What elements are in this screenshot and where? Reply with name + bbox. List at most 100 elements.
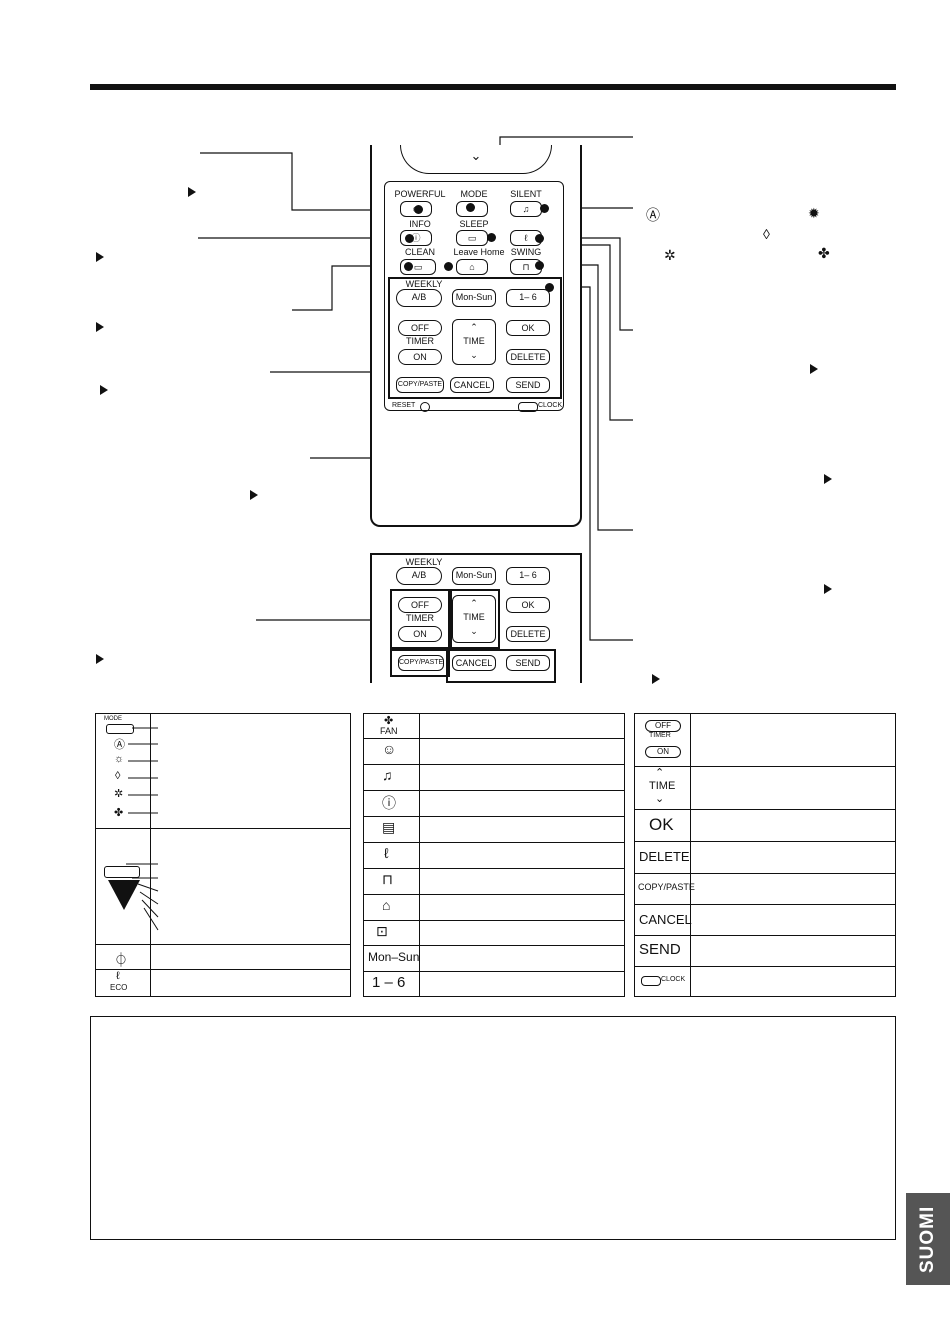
language-tab: SUOMI bbox=[906, 1193, 950, 1285]
timer-off-button[interactable]: OFF bbox=[398, 597, 442, 613]
delete-button[interactable]: DELETE bbox=[506, 626, 550, 642]
timer-label: TIMER bbox=[406, 613, 434, 623]
display-icon bbox=[104, 866, 140, 878]
column-divider bbox=[690, 714, 691, 996]
table-row-divider bbox=[96, 944, 350, 945]
cancel-button[interactable]: CANCEL bbox=[450, 377, 494, 393]
auto-mode-icon: Ⓐ bbox=[646, 207, 660, 223]
callout-dot bbox=[405, 234, 414, 243]
ok-button[interactable]: OK bbox=[506, 320, 550, 336]
mon-sun-button[interactable]: Mon-Sun bbox=[452, 289, 496, 307]
chevron-up-icon: ⌃ bbox=[470, 322, 478, 332]
clock-button[interactable] bbox=[518, 402, 538, 412]
mode-symbol-table: MODE Ⓐ ☼ ◊ ✲ ✤ ⏀ ℓ ECO bbox=[95, 713, 351, 997]
leave-home-icon: ⌂ bbox=[382, 897, 391, 913]
cancel-button[interactable]: CANCEL bbox=[452, 655, 496, 671]
eco-icon: ℓ bbox=[384, 845, 389, 861]
ok-button[interactable]: OK bbox=[506, 597, 550, 613]
sleep-label: SLEEP bbox=[459, 219, 489, 229]
timer-label: TIMER bbox=[649, 732, 671, 739]
leavehome-label: Leave Home bbox=[453, 247, 505, 257]
copy-paste-label: COPY/PASTE bbox=[638, 882, 695, 892]
info-label: INFO bbox=[409, 219, 431, 229]
timer-off-button[interactable]: OFF bbox=[398, 320, 442, 336]
silent-button[interactable]: ♫ bbox=[510, 201, 542, 217]
table-row-divider bbox=[96, 969, 350, 970]
powerful-label: POWERFUL bbox=[394, 189, 446, 199]
fan-icon: ✤ bbox=[384, 715, 394, 727]
chevron-up-icon: ⌃ bbox=[470, 598, 478, 608]
column-divider bbox=[419, 714, 420, 996]
leave-home-button[interactable]: ⌂ bbox=[456, 259, 488, 275]
time-label: TIME bbox=[649, 780, 676, 792]
one-six-button[interactable]: 1– 6 bbox=[506, 289, 550, 307]
ok-label: OK bbox=[649, 815, 674, 834]
pointer-icon bbox=[824, 474, 832, 484]
cool-mode-icon: ✲ bbox=[664, 247, 676, 263]
chevron-down-icon: ⌄ bbox=[470, 350, 478, 360]
callout-dot bbox=[444, 262, 453, 271]
clean-icon: ⊡ bbox=[376, 923, 388, 939]
time-button[interactable]: ⌃ TIME ⌄ bbox=[452, 319, 496, 365]
weekly-label: WEEKLY bbox=[405, 557, 443, 567]
copy-frame bbox=[390, 649, 450, 677]
fan-mode-icon: ✤ bbox=[818, 245, 830, 261]
pointer-icon bbox=[188, 187, 196, 197]
timer-frame bbox=[390, 589, 452, 649]
mon-sun-button[interactable]: Mon-Sun bbox=[452, 567, 496, 585]
weekly-label: WEEKLY bbox=[405, 279, 443, 289]
dry-mode-icon: ◊ bbox=[115, 770, 121, 782]
reset-label: RESET bbox=[392, 402, 416, 409]
pointer-icon bbox=[652, 674, 660, 684]
pointer-icon bbox=[810, 364, 818, 374]
mon-sun-label: Mon–Sun bbox=[368, 950, 420, 964]
note-box bbox=[90, 1016, 896, 1240]
clock-icon bbox=[641, 976, 661, 986]
callout-dot bbox=[535, 234, 544, 243]
reset-button[interactable] bbox=[420, 402, 430, 412]
leader-lines bbox=[126, 727, 159, 931]
table-row-divider bbox=[96, 828, 350, 829]
time-frame bbox=[448, 589, 500, 649]
ab-button[interactable]: A/B bbox=[396, 289, 442, 307]
time-button[interactable]: ⌃ TIME ⌄ bbox=[452, 595, 496, 643]
cancel-label: CANCEL bbox=[639, 912, 692, 927]
swing-icon: ⊓ bbox=[382, 871, 393, 887]
heat-mode-icon: ✹ bbox=[808, 205, 820, 221]
silent-label: SILENT bbox=[510, 189, 542, 199]
mode-key-label: MODE bbox=[104, 716, 122, 722]
sleep-icon: ▤ bbox=[382, 819, 396, 835]
send-button[interactable]: SEND bbox=[506, 655, 550, 671]
copy-paste-button[interactable]: COPY/PASTE bbox=[396, 377, 444, 393]
timer-on-button[interactable]: ON bbox=[398, 349, 442, 365]
copy-paste-button[interactable]: COPY/PASTE bbox=[398, 655, 444, 671]
swing-label: SWING bbox=[510, 247, 542, 257]
send-button[interactable]: SEND bbox=[506, 377, 550, 393]
callout-dot bbox=[535, 261, 544, 270]
timer-on-button[interactable]: ON bbox=[398, 626, 442, 642]
callout-dot bbox=[466, 203, 475, 212]
pointer-icon bbox=[96, 322, 104, 332]
callout-dot bbox=[487, 233, 496, 242]
timer-symbol-table: OFF TIMER ON ⌃ TIME ⌄ OK DELETE COPY/PAS… bbox=[634, 713, 896, 997]
silent-icon: ♫ bbox=[382, 767, 393, 783]
timer-frame bbox=[388, 277, 562, 399]
eco-label: ECO bbox=[110, 983, 128, 992]
column-divider bbox=[150, 714, 151, 996]
delete-button[interactable]: DELETE bbox=[506, 349, 550, 365]
ab-button[interactable]: A/B bbox=[396, 567, 442, 585]
one-six-button[interactable]: 1– 6 bbox=[506, 567, 550, 585]
pointer-icon bbox=[100, 385, 108, 395]
timer-off-icon: OFF bbox=[645, 720, 681, 732]
button-symbol-table: ✤ FAN ☺ ♫ ⓘ ▤ ℓ ⊓ ⌂ ⊡ Mon–Sun 1 – 6 bbox=[363, 713, 625, 997]
mode-label: MODE bbox=[460, 189, 488, 199]
pointer-icon bbox=[96, 654, 104, 664]
header-rule bbox=[90, 84, 896, 90]
delete-label: DELETE bbox=[639, 849, 690, 864]
pointer-icon bbox=[824, 584, 832, 594]
sleep-button[interactable]: ▭ bbox=[456, 230, 488, 246]
pointer-icon bbox=[96, 252, 104, 262]
info-icon: ⓘ bbox=[382, 795, 396, 811]
clean-label: CLEAN bbox=[404, 247, 435, 257]
one-six-label: 1 – 6 bbox=[372, 974, 406, 991]
